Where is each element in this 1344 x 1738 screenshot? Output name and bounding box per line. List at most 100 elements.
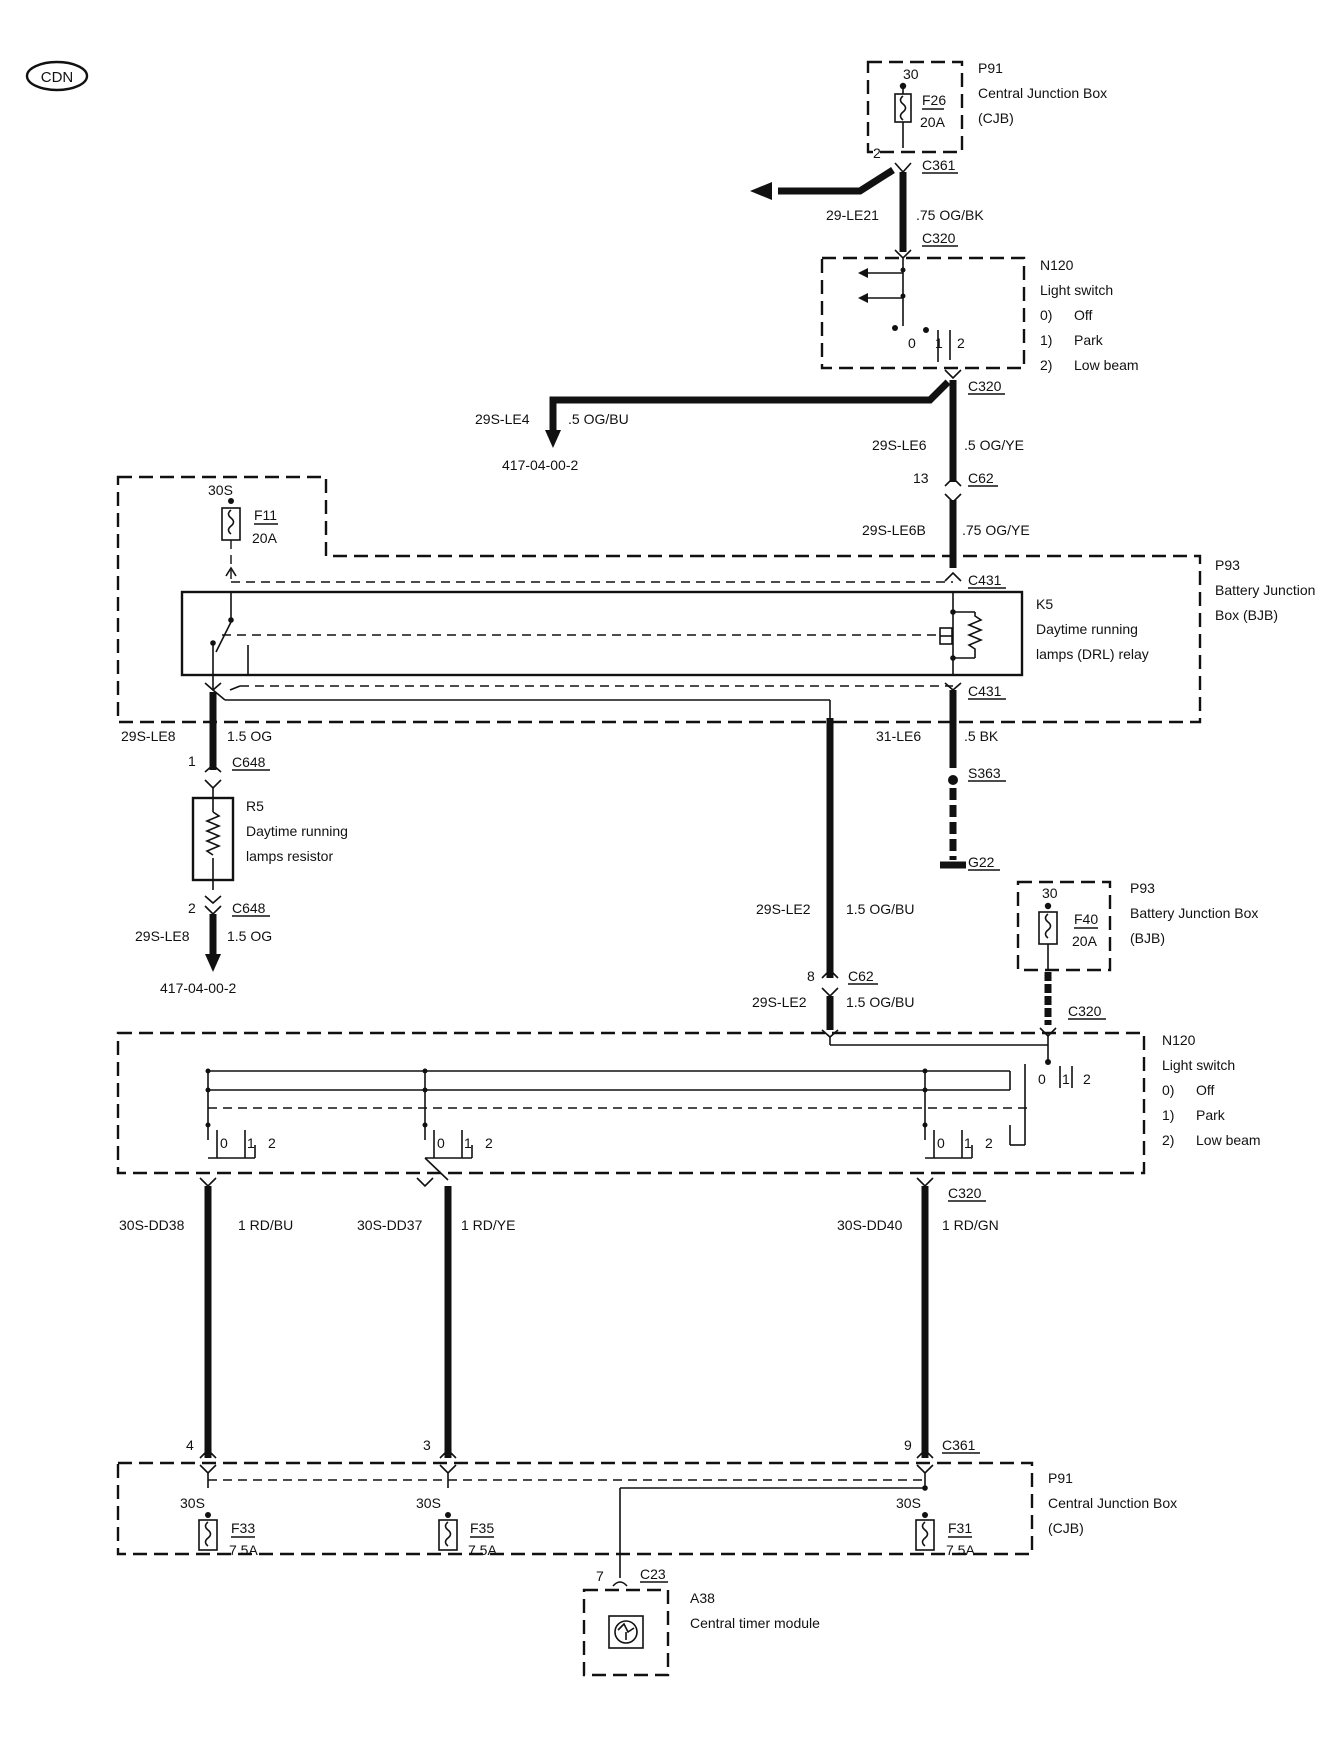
n120-bottom-main-pos0: 0 — [1038, 1071, 1046, 1087]
switch-dd37-pos2: 2 — [485, 1135, 493, 1151]
connector-c431-a: C431 — [968, 572, 1002, 588]
region-badge: CDN — [25, 60, 89, 92]
n120-bottom-main-pos1: 1 — [1062, 1071, 1070, 1087]
p91-bottom-box: 30S F33 7.5A 30S F35 7.5A 30S F31 7.5A — [116, 1461, 1034, 1578]
fuse-f26-label: F26 — [922, 92, 946, 108]
wire-dd37-circuit: 30S-DD37 — [357, 1217, 423, 1233]
p93-right-terminal: 30 — [1042, 885, 1058, 901]
n120-top-legend-1: 1) — [1040, 332, 1052, 348]
n120-bottom-main-pos2: 2 — [1083, 1071, 1091, 1087]
pin-2-c648: 2 — [188, 900, 196, 916]
fuse-f33-label: F33 — [231, 1520, 255, 1536]
wire-le6b-spec: .75 OG/YE — [962, 522, 1030, 538]
a38-name: Central timer module — [690, 1615, 820, 1631]
wire-dd38-spec: 1 RD/BU — [238, 1217, 293, 1233]
fuse-f11-rating: 20A — [252, 530, 278, 546]
wire-dd40-circuit: 30S-DD40 — [837, 1217, 903, 1233]
switch-dd37-pos0: 0 — [437, 1135, 445, 1151]
switch-dd38-pos0: 0 — [220, 1135, 228, 1151]
wire-le2-bottom-circuit: 29S-LE2 — [752, 994, 807, 1010]
connector-c320-b: C320 — [968, 378, 1002, 394]
k5-relay — [180, 590, 1024, 677]
fuse-f26-icon — [894, 93, 912, 123]
connector-c361-top: C361 — [922, 157, 956, 173]
p93-mid-id: P93 — [1215, 557, 1240, 573]
pin-4: 4 — [186, 1437, 194, 1453]
p91-top-abbr: (CJB) — [978, 110, 1014, 126]
r5-id: R5 — [246, 798, 264, 814]
wire-le6b-circuit: 29S-LE6B — [862, 522, 926, 538]
n120-top-pos2: 2 — [957, 335, 965, 351]
arrow-left-icon — [750, 182, 772, 200]
wire-le2-top-circuit: 29S-LE2 — [756, 901, 811, 917]
switch-dd37-pos1: 1 — [464, 1135, 472, 1151]
p93-mid-box: 30S F11 20A C431 — [116, 475, 1202, 724]
wire-le8-top-circuit: 29S-LE8 — [121, 728, 176, 744]
fuse-f35-icon — [438, 1519, 458, 1551]
connector-c361-bottom: C361 — [942, 1437, 976, 1453]
connector-c648-b: C648 — [232, 900, 266, 916]
n120-top-legend-2-label: Low beam — [1074, 357, 1139, 373]
pin-7: 7 — [596, 1568, 604, 1584]
wire-le6-gnd-spec: .5 BK — [964, 728, 999, 744]
f33-terminal: 30S — [180, 1495, 205, 1511]
wire-le6-circuit: 29S-LE6 — [872, 437, 927, 453]
wire-dd40-spec: 1 RD/GN — [942, 1217, 999, 1233]
p91-top-name: Central Junction Box — [978, 85, 1107, 101]
wire-le4-ref: 417-04-00-2 — [502, 457, 578, 473]
arrow-down-icon — [545, 430, 561, 448]
fuse-f31-rating: 7.5A — [946, 1542, 975, 1558]
connector-c431-b: C431 — [968, 683, 1002, 699]
connector-c648-a: C648 — [232, 754, 266, 770]
n120-top-box: 0 1 2 — [820, 256, 1026, 370]
n120-top-legend-2: 2) — [1040, 357, 1052, 373]
wire-le2-top-spec: 1.5 OG/BU — [846, 901, 914, 917]
wire-le6-spec: .5 OG/YE — [964, 437, 1024, 453]
p91-bottom-name: Central Junction Box — [1048, 1495, 1177, 1511]
switch-dd38-pos2: 2 — [268, 1135, 276, 1151]
connector-c320-a: C320 — [922, 230, 956, 246]
n120-top-pos1: 1 — [935, 335, 943, 351]
fuse-f26-rating: 20A — [920, 114, 946, 130]
ground-g22: G22 — [968, 854, 995, 870]
switch-dd40-pos1: 1 — [964, 1135, 972, 1151]
p91-top-id: P91 — [978, 60, 1003, 76]
switch-dd38: 0 1 2 — [205, 1068, 276, 1159]
p91-top-box: 30 F26 20A — [866, 60, 964, 154]
k5-id: K5 — [1036, 596, 1053, 612]
pin-8: 8 — [807, 968, 815, 984]
f31-terminal: 30S — [896, 1495, 921, 1511]
pin-9: 9 — [904, 1437, 912, 1453]
a38-id: A38 — [690, 1590, 715, 1606]
switch-dd38-pos1: 1 — [247, 1135, 255, 1151]
p91-bottom-id: P91 — [1048, 1470, 1073, 1486]
connector-c62-b: C62 — [848, 968, 874, 984]
n120-bottom-legend-0: 0) — [1162, 1082, 1174, 1098]
pin-3: 3 — [423, 1437, 431, 1453]
n120-top-legend-0: 0) — [1040, 307, 1052, 323]
r5-name2: lamps resistor — [246, 848, 333, 864]
wire-le6-gnd-circuit: 31-LE6 — [876, 728, 921, 744]
p91-top-terminal: 30 — [903, 66, 919, 82]
pin-2: 2 — [873, 145, 881, 161]
n120-top-legend-0-label: Off — [1074, 307, 1093, 323]
n120-bottom-legend-0-label: Off — [1196, 1082, 1215, 1098]
switch-dd40-pos0: 0 — [937, 1135, 945, 1151]
fuse-f11-icon — [221, 507, 241, 541]
wire-le2-bottom-spec: 1.5 OG/BU — [846, 994, 914, 1010]
splice-s363: S363 — [968, 765, 1001, 781]
fuse-f11-label: F11 — [254, 507, 277, 523]
switch-dd37: 0 1 2 — [422, 1068, 493, 1159]
a38-module — [582, 1588, 670, 1677]
branch-wire — [778, 167, 895, 195]
wire-le4-spec: .5 OG/BU — [568, 411, 629, 427]
n120-bottom-legend-2-label: Low beam — [1196, 1132, 1261, 1148]
connector-c320-c: C320 — [1068, 1003, 1102, 1019]
wire-dd38-circuit: 30S-DD38 — [119, 1217, 185, 1233]
arrow-down-icon — [205, 954, 221, 972]
n120-bottom-legend-1-label: Park — [1196, 1107, 1226, 1123]
p93-right-abbr: (BJB) — [1130, 930, 1165, 946]
connector-c320-d: C320 — [948, 1185, 982, 1201]
fuse-f40-icon — [1038, 911, 1058, 945]
